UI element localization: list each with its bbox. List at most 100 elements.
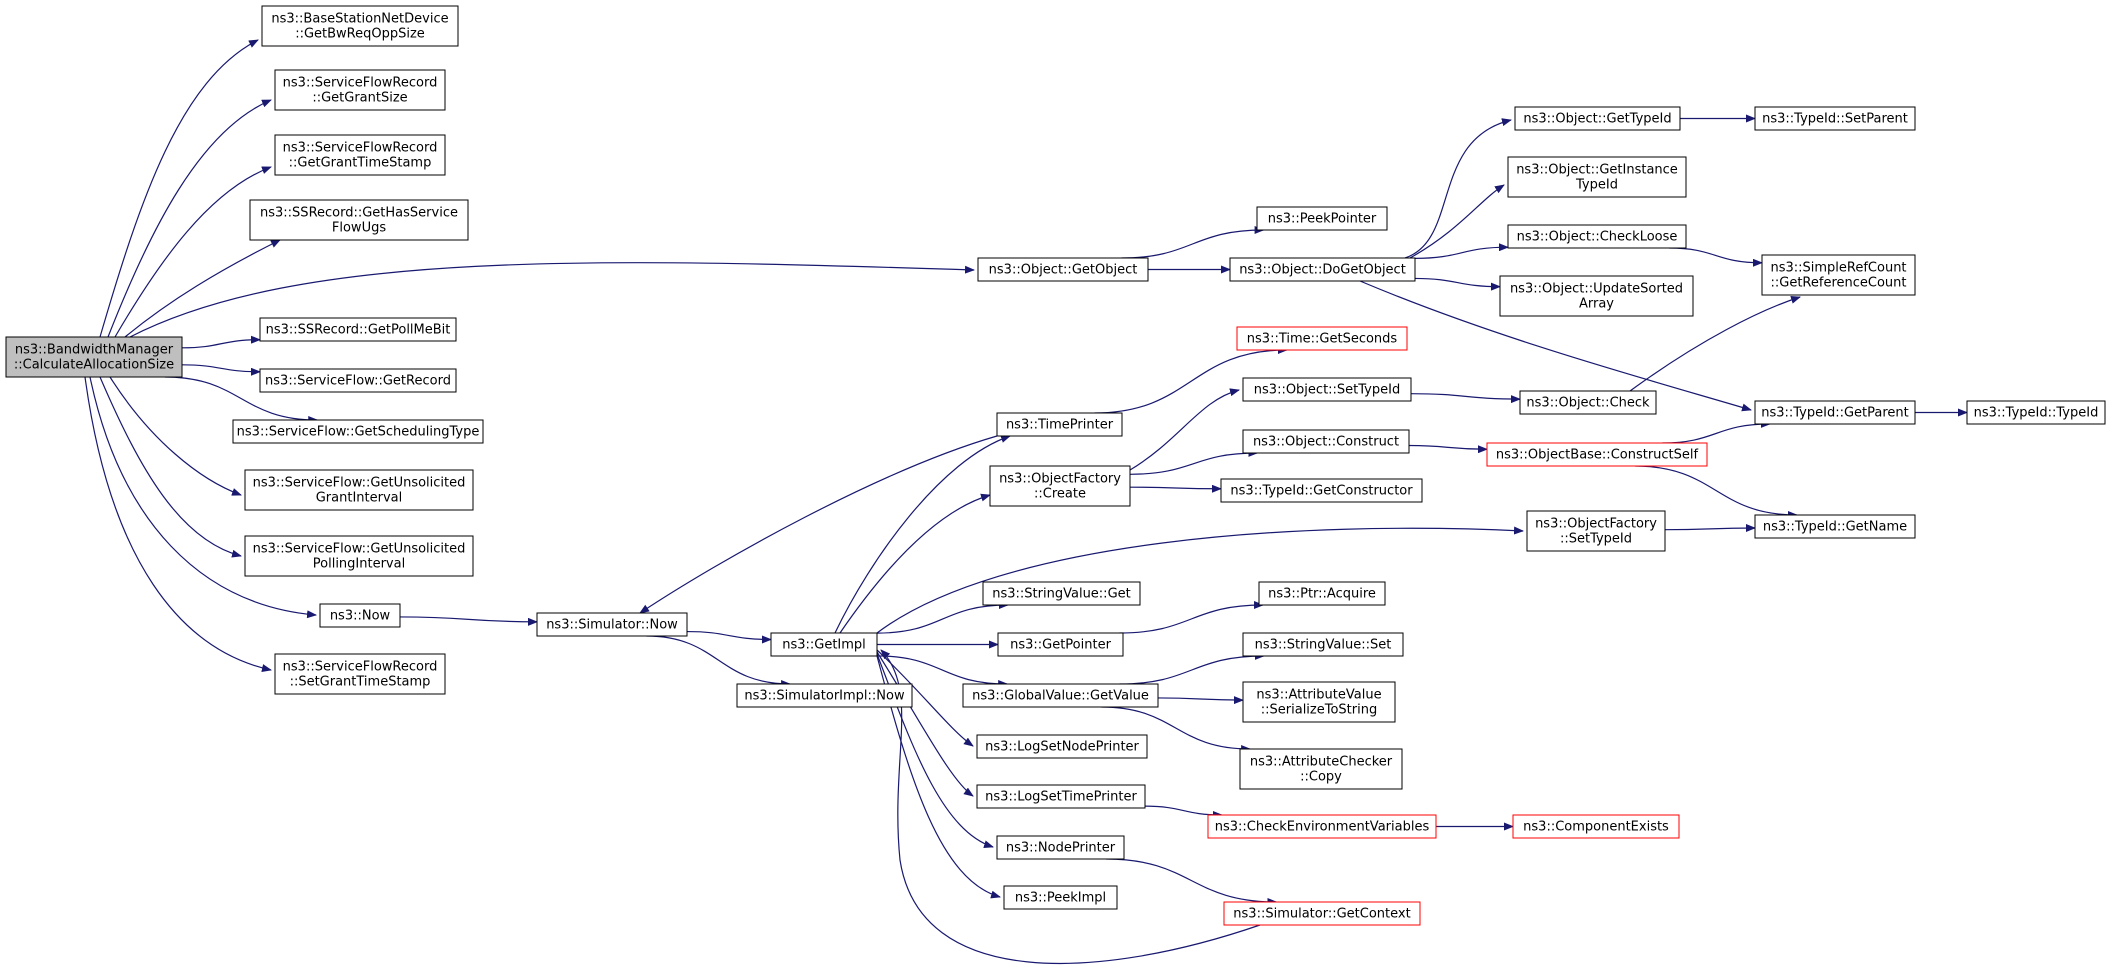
edge-obj_check-to-simplerefcount [1629, 295, 1801, 392]
node-label: ns3::AttributeValue [1256, 688, 1381, 703]
node-box [259, 368, 457, 393]
node-attrvalue-serialize[interactable]: ns3::AttributeValue::SerializeToString [1242, 681, 1396, 723]
edge-sim_getcontext-to-getimpl [880, 649, 1261, 965]
node-globalvalue-getvalue[interactable]: ns3::GlobalValue::GetValue [962, 683, 1159, 708]
node-label: ns3::Object::GetTypeId [1523, 112, 1671, 127]
node-sf-sched[interactable]: ns3::ServiceFlow::GetSchedulingType [232, 419, 484, 444]
node-label: ns3::TypeId::GetName [1763, 520, 1907, 535]
node-sfr-granttime[interactable]: ns3::ServiceFlowRecord::GetGrantTimeStam… [274, 134, 446, 176]
node-obj-getobject[interactable]: ns3::Object::GetObject [977, 257, 1149, 282]
node-box [274, 653, 446, 695]
node-box [274, 134, 446, 176]
node-label: ns3::Time::GetSeconds [1247, 332, 1398, 347]
node-ss-pollme[interactable]: ns3::SSRecord::GetPollMeBit [259, 317, 457, 342]
node-obj-checkloose[interactable]: ns3::Object::CheckLoose [1507, 224, 1687, 249]
node-now[interactable]: ns3::Now [319, 603, 401, 628]
node-label: ns3::PeekImpl [1015, 891, 1106, 906]
node-box [996, 412, 1123, 437]
node-timeprinter[interactable]: ns3::TimePrinter [996, 412, 1123, 437]
node-label: ns3::Object::GetInstance [1516, 163, 1678, 178]
node-label: ns3::ServiceFlowRecord [283, 141, 438, 156]
node-stringvalue-set[interactable]: ns3::StringValue::Set [1242, 632, 1404, 657]
edge-objfactory_create-to-obj_settypeid [1129, 388, 1240, 471]
node-obj-construct[interactable]: ns3::Object::Construct [1242, 429, 1410, 454]
node-peekimpl[interactable]: ns3::PeekImpl [1003, 885, 1118, 910]
node-time-getseconds[interactable]: ns3::Time::GetSeconds [1236, 326, 1408, 351]
node-label: ::SerializeToString [1261, 703, 1377, 718]
node-simplerefcount[interactable]: ns3::SimpleRefCount::GetReferenceCount [1761, 254, 1916, 296]
node-box [1526, 510, 1666, 552]
node-box [319, 603, 401, 628]
node-box [1486, 442, 1708, 467]
edge-root-to-ss_hasugs [124, 239, 281, 338]
edge-timeprinter-to-sim_now [639, 435, 998, 614]
node-label: ns3::Object::DoGetObject [1239, 263, 1406, 278]
edge-getimpl-to-objfactory_settypeid [876, 526, 1524, 634]
edge-root-to-sfr_setgrant [84, 376, 272, 672]
edge-obj_dogetobject-to-obj_checkloose [1414, 243, 1509, 259]
edge-timeprinter-to-time_getseconds [1094, 346, 1288, 414]
node-sf-unsol-grant[interactable]: ns3::ServiceFlow::GetUnsolicitedGrantInt… [244, 469, 474, 511]
node-objfactory-settypeid[interactable]: ns3::ObjectFactory::SetTypeId [1526, 510, 1666, 552]
edge-globalvalue_getvalue-to-attrchecker_copy [1101, 706, 1252, 753]
node-typeid-getparent[interactable]: ns3::TypeId::GetParent [1754, 400, 1916, 425]
edge-root-to-sfr_granttime [114, 166, 272, 338]
edge-root-to-sfr_grantsize [107, 99, 272, 338]
node-label: ns3::StringValue::Get [992, 587, 1130, 602]
node-peekpointer[interactable]: ns3::PeekPointer [1256, 206, 1388, 231]
node-box [1258, 581, 1386, 606]
node-box [1519, 390, 1657, 415]
node-objbase-constructself[interactable]: ns3::ObjectBase::ConstructSelf [1486, 442, 1708, 467]
edge-root-to-sf_sched [164, 376, 319, 424]
node-obj-gettypeid[interactable]: ns3::Object::GetTypeId [1514, 106, 1681, 131]
node-label: PollingInterval [313, 557, 405, 572]
edge-getimpl-to-timeprinter [834, 435, 1011, 634]
node-checkenv[interactable]: ns3::CheckEnvironmentVariables [1207, 814, 1437, 839]
node-obj-check[interactable]: ns3::Object::Check [1519, 390, 1657, 415]
node-typeid-typeid[interactable]: ns3::TypeId::TypeId [1966, 400, 2106, 425]
edge-obj_checkloose-to-simplerefcount [1669, 247, 1763, 267]
node-obj-dogetobject[interactable]: ns3::Object::DoGetObject [1229, 257, 1416, 282]
node-typeid-getconstructor[interactable]: ns3::TypeId::GetConstructor [1220, 478, 1423, 503]
node-logsetnodeprinter[interactable]: ns3::LogSetNodePrinter [976, 734, 1148, 759]
node-label: ns3::TypeId::GetParent [1761, 406, 1909, 421]
node-sfr-setgrant[interactable]: ns3::ServiceFlowRecord::SetGrantTimeStam… [274, 653, 446, 695]
node-box [962, 683, 1159, 708]
node-label: ns3::SimulatorImpl::Now [744, 689, 905, 704]
node-sf-unsol-poll[interactable]: ns3::ServiceFlow::GetUnsolicitedPollingI… [244, 535, 474, 577]
node-obj-settypeid[interactable]: ns3::Object::SetTypeId [1242, 377, 1412, 402]
node-box [1966, 400, 2106, 425]
node-simimpl-now[interactable]: ns3::SimulatorImpl::Now [736, 683, 913, 708]
node-typeid-setparent[interactable]: ns3::TypeId::SetParent [1754, 106, 1916, 131]
node-ptr-acquire[interactable]: ns3::Ptr::Acquire [1258, 581, 1386, 606]
node-nodeprinter[interactable]: ns3::NodePrinter [996, 835, 1125, 860]
node-getpointer[interactable]: ns3::GetPointer [997, 632, 1124, 657]
node-root[interactable]: ns3::BandwidthManager::CalculateAllocati… [5, 336, 183, 378]
node-bs-getbw[interactable]: ns3::BaseStationNetDevice::GetBwReqOppSi… [261, 5, 459, 47]
edge-root-to-ss_pollme [181, 335, 261, 349]
node-label: ::GetReferenceCount [1771, 276, 1907, 291]
edge-getimpl-to-stringvalue_get [876, 601, 1009, 634]
node-box [259, 317, 457, 342]
edge-objbase_constructself-to-typeid_getname [1635, 465, 1798, 519]
node-typeid-getname[interactable]: ns3::TypeId::GetName [1754, 514, 1916, 539]
node-sf-record[interactable]: ns3::ServiceFlow::GetRecord [259, 368, 457, 393]
node-box [1761, 254, 1916, 296]
node-stringvalue-get[interactable]: ns3::StringValue::Get [982, 581, 1141, 606]
node-attrchecker-copy[interactable]: ns3::AttributeChecker::Copy [1239, 748, 1403, 790]
node-objfactory-create[interactable]: ns3::ObjectFactory::Create [989, 465, 1131, 507]
edge-obj_dogetobject-to-obj_updatesorted [1414, 277, 1501, 291]
node-componentexists[interactable]: ns3::ComponentExists [1512, 814, 1680, 839]
node-sfr-grantsize[interactable]: ns3::ServiceFlowRecord::GetGrantSize [274, 69, 446, 111]
node-label: ns3::Object::GetObject [989, 263, 1138, 278]
edge-obj_dogetobject-to-typeid_getparent [1359, 280, 1752, 412]
node-box [1754, 514, 1916, 539]
node-getimpl[interactable]: ns3::GetImpl [770, 632, 878, 657]
node-sim-now[interactable]: ns3::Simulator::Now [536, 612, 688, 637]
node-sim-getcontext[interactable]: ns3::Simulator::GetContext [1223, 901, 1421, 926]
node-logsettimeprinter[interactable]: ns3::LogSetTimePrinter [976, 784, 1146, 809]
